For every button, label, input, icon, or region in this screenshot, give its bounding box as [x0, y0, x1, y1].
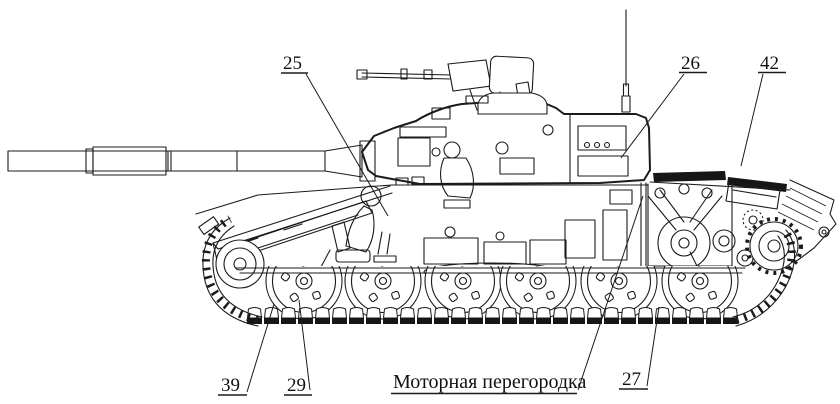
- gun-barrel: [7, 140, 376, 182]
- drive-sprocket: [745, 217, 803, 275]
- side-skirt: [235, 267, 746, 274]
- leader-line-26: [620, 73, 685, 159]
- leader-line-29: [298, 299, 311, 391]
- callout-25: 25: [283, 53, 302, 74]
- idler-wheel: [215, 239, 265, 289]
- leader-line-39: [246, 303, 275, 393]
- leader-line-caption: [577, 195, 644, 391]
- leader-line-27: [646, 306, 660, 387]
- antenna: [621, 9, 631, 113]
- caption-engine-bulkhead: Моторная перегородка: [393, 371, 586, 393]
- callout-26: 26: [681, 53, 700, 74]
- leader-line-42: [740, 73, 764, 167]
- track: [201, 215, 796, 327]
- callout-42: 42: [760, 53, 779, 74]
- callout-29: 29: [287, 375, 306, 396]
- callout-27: 27: [622, 369, 641, 390]
- leader-line-25: [305, 73, 389, 217]
- aa-machine-gun: [356, 55, 535, 113]
- callout-39: 39: [221, 375, 240, 396]
- callouts: 25 26 42 39 29 27 Моторная перегородка: [218, 53, 786, 396]
- turret: [361, 92, 651, 209]
